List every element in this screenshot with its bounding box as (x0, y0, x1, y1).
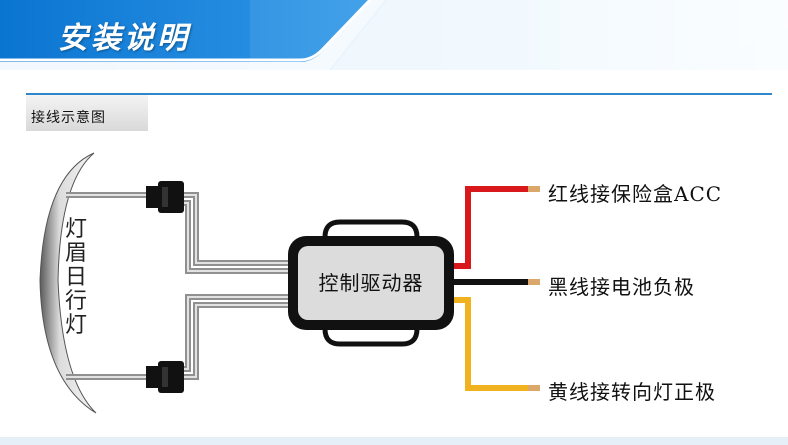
section-label: 接线示意图 (31, 110, 106, 126)
header-banner: 安装说明 (0, 0, 788, 70)
red-wire-tip (528, 186, 540, 192)
lamp-label-char: 日 (64, 265, 87, 290)
section-tab (26, 95, 148, 131)
banner-background (0, 0, 788, 70)
lamp-label: 灯眉日行灯 (62, 218, 90, 338)
yellow-wire-label: 黄线接转向灯正极 (548, 380, 716, 404)
lamp-label-char: 眉 (64, 241, 87, 266)
yellow-wire-tip (528, 385, 540, 391)
red-wire-label: 红线接保险盒ACC (548, 182, 723, 206)
lamp-label-char: 灯 (64, 313, 87, 338)
section-divider (26, 93, 772, 95)
driver-label: 控制驱动器 (318, 271, 424, 295)
black-wire-label: 黑线接电池负极 (548, 275, 695, 299)
black-wire-tip (528, 279, 540, 285)
lamp-label-char: 灯 (64, 217, 87, 242)
bottom-bar (0, 437, 788, 445)
red-wire (448, 186, 530, 269)
lamp-bracket (39, 152, 97, 414)
upper-connector (146, 181, 184, 213)
page-title: 安装说明 (58, 21, 190, 56)
control-driver-box (288, 219, 454, 347)
yellow-wire (448, 297, 530, 391)
lower-connector (146, 361, 184, 393)
lamp-label-char: 行 (64, 289, 87, 314)
